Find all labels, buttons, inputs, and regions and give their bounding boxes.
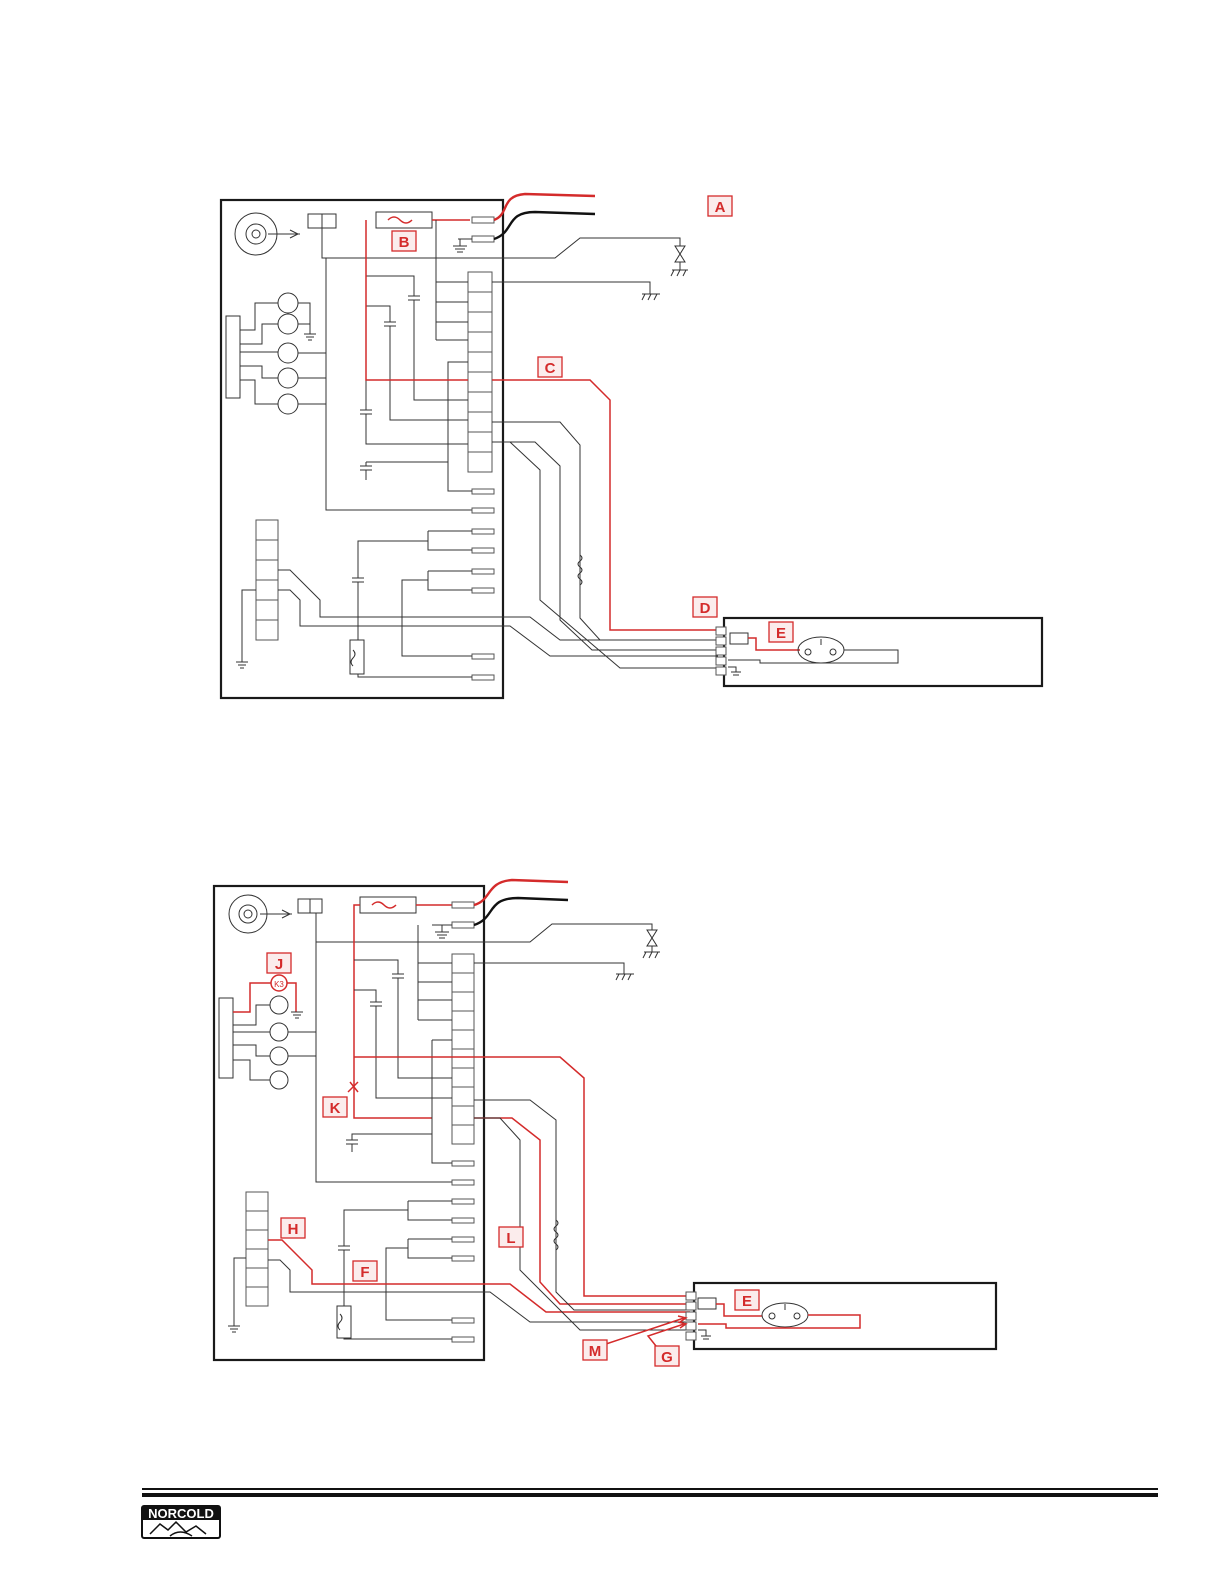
- norcold-logo: NORCOLD: [142, 1506, 220, 1538]
- top-igniter: [730, 633, 748, 644]
- bottom-callout-g: G: [655, 1346, 679, 1366]
- bottom-thermal-fuse: [337, 1306, 351, 1338]
- svg-text:E: E: [742, 1293, 752, 1310]
- svg-text:J: J: [275, 956, 283, 973]
- top-fuse: [376, 212, 432, 228]
- top-callout-e: E: [769, 622, 793, 642]
- bottom-gas-valve-icon: [643, 930, 660, 958]
- bottom-terminal-block: [452, 954, 474, 1144]
- bottom-callout-j: J: [267, 953, 291, 973]
- bottom-power-cord-black: [474, 898, 568, 925]
- callout-g-pointer: [648, 1322, 686, 1346]
- bottom-fuse: [360, 897, 416, 913]
- bottom-igniter: [698, 1298, 716, 1309]
- top-thermostat-knob-icon: [235, 213, 300, 255]
- svg-text:G: G: [661, 1349, 673, 1366]
- svg-text:C: C: [545, 360, 556, 377]
- svg-text:NORCOLD: NORCOLD: [148, 1506, 214, 1521]
- top-power-cord-red: [494, 194, 595, 220]
- svg-text:A: A: [715, 199, 726, 216]
- bottom-callout-f: F: [353, 1261, 377, 1281]
- top-selector-switch: [226, 316, 240, 398]
- svg-text:K3: K3: [274, 980, 284, 989]
- bottom-harness-connector: [246, 1192, 268, 1306]
- svg-text:K: K: [330, 1100, 341, 1117]
- bottom-wiring-diagram: K3: [214, 880, 996, 1360]
- footer-rule: [142, 1489, 1158, 1495]
- bottom-callout-e: E: [735, 1290, 759, 1310]
- top-callout-c: C: [538, 357, 562, 377]
- top-power-cord-black: [494, 212, 595, 239]
- bottom-selector-switch: [219, 998, 233, 1078]
- bottom-thermostat-knob-icon: [229, 895, 292, 933]
- svg-text:E: E: [776, 625, 786, 642]
- bottom-power-cord-red: [474, 880, 568, 905]
- bottom-highlight-wire-2: [474, 1118, 690, 1304]
- svg-text:D: D: [700, 600, 711, 617]
- bottom-callout-k: K: [323, 1097, 347, 1117]
- bottom-callout-h: H: [281, 1218, 305, 1238]
- top-callout-a: A: [708, 196, 732, 216]
- top-gas-valve-icon: [671, 246, 688, 276]
- top-terminal: [472, 236, 494, 242]
- top-thermal-fuse: [350, 640, 364, 674]
- top-harness-connector: [256, 520, 278, 640]
- svg-text:M: M: [589, 1343, 602, 1360]
- svg-text:L: L: [506, 1230, 515, 1247]
- top-callout-d: D: [693, 597, 717, 617]
- bottom-indicator-lamps: [270, 975, 288, 1089]
- top-callout-b: B: [392, 231, 416, 251]
- bottom-callout-m: M: [583, 1340, 607, 1360]
- bottom-callout-l: L: [499, 1227, 523, 1247]
- bottom-highlight-wire-1: [354, 1057, 690, 1296]
- bottom-burner-connector: [686, 1292, 696, 1340]
- top-burner-connector: [716, 627, 726, 675]
- top-indicator-lamps: [278, 293, 298, 414]
- bottom-highlight-wire-h: [268, 1240, 690, 1312]
- svg-text:B: B: [399, 234, 410, 251]
- top-wiring-diagram: [221, 194, 1042, 698]
- svg-text:H: H: [288, 1221, 299, 1238]
- top-terminal-block: [468, 272, 492, 472]
- top-terminal: [472, 217, 494, 223]
- svg-text:F: F: [360, 1264, 369, 1281]
